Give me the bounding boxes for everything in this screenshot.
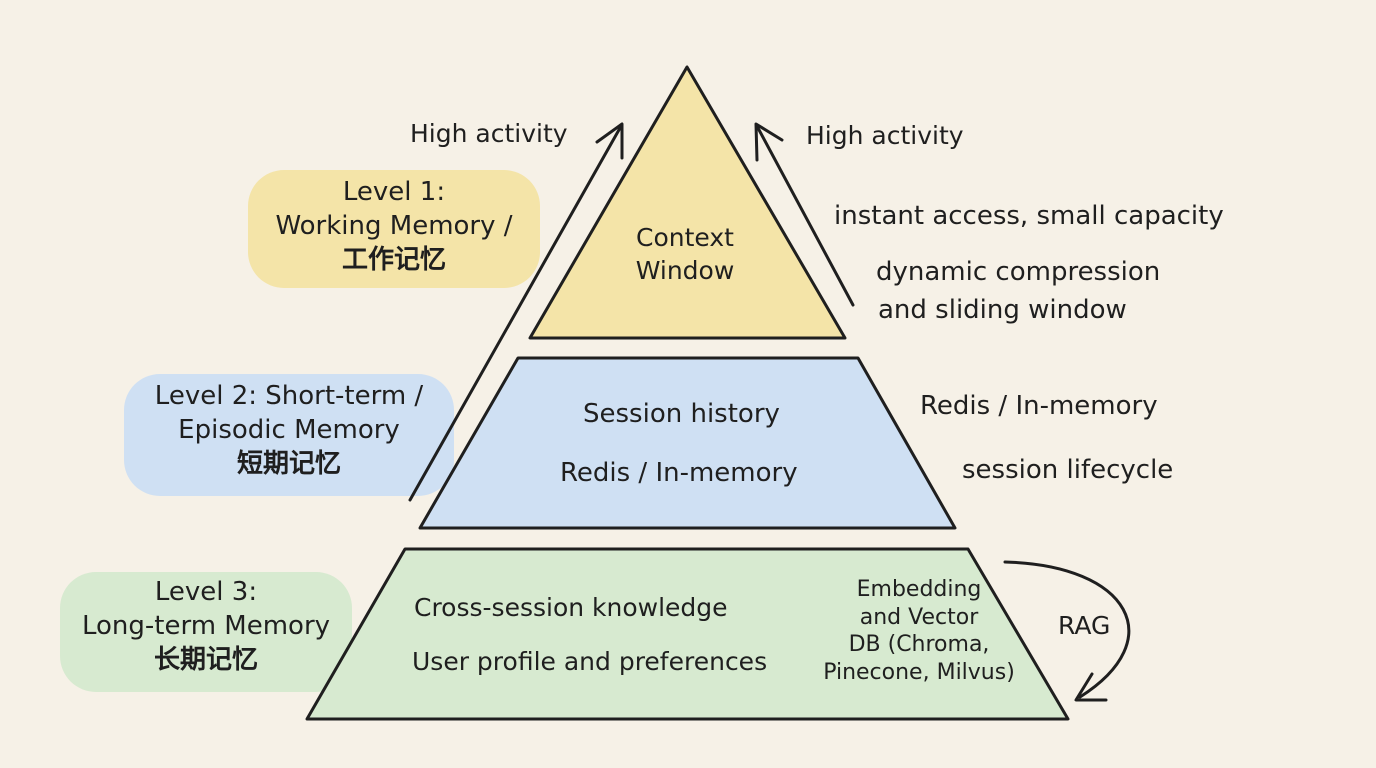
level3-tier	[305, 547, 1070, 721]
right-activity-arrow	[754, 122, 855, 307]
level1-tier	[528, 65, 847, 340]
level3-title: Level 3:	[154, 577, 258, 607]
level3-side-line-2: and Vector	[859, 604, 979, 630]
level2-label-highlight	[124, 374, 454, 496]
level2-tier	[418, 356, 957, 530]
level3-side-line-1: Embedding	[856, 577, 982, 602]
level1-name: Working Memory /	[275, 210, 513, 241]
level2-tier-line-2: Redis / In-memory	[560, 458, 798, 488]
level3-side-line-4: Pinecone, Milvus)	[823, 659, 1015, 685]
level1-title: Level 1:	[342, 177, 446, 207]
level1-tier-text: Context Window	[600, 222, 770, 287]
level3-label: Level 3: Long-term Memory 长期记忆	[62, 576, 350, 677]
level2-name: Episodic Memory	[178, 414, 400, 445]
level1-tier-line-1: Context	[636, 223, 734, 252]
level2-note-2: session lifecycle	[962, 455, 1174, 485]
level3-tier-line-2: User profile and preferences	[412, 647, 768, 676]
rag-arrow	[1003, 560, 1131, 702]
level2-tier-line-1: Session history	[583, 399, 780, 429]
rag-label: RAG	[1058, 611, 1111, 640]
level2-label: Level 2: Short-term / Episodic Memory 短期…	[126, 380, 452, 481]
level2-name-cn: 短期记忆	[236, 448, 341, 479]
left-activity-arrow	[408, 122, 624, 502]
level3-name: Long-term Memory	[81, 610, 331, 641]
left-activity-label: High activity	[410, 119, 568, 148]
level1-label-highlight	[248, 170, 540, 288]
level1-note-3: and sliding window	[878, 295, 1127, 325]
level1-note-1: instant access, small capacity	[834, 201, 1224, 231]
level3-name-cn: 长期记忆	[153, 644, 258, 675]
level2-note-1: Redis / In-memory	[920, 391, 1158, 421]
level1-note-2: dynamic compression	[876, 257, 1161, 287]
level1-name-cn: 工作记忆	[341, 244, 446, 275]
level3-label-highlight	[60, 572, 352, 692]
level3-tier-line-1: Cross-session knowledge	[414, 593, 728, 622]
level1-label: Level 1: Working Memory / 工作记忆	[252, 176, 536, 277]
level3-side-line-3: DB (Chroma,	[848, 632, 990, 657]
level2-title: Level 2: Short-term /	[154, 381, 424, 411]
level3-side-text: Embedding and Vector DB (Chroma, Pinecon…	[808, 576, 1030, 686]
level1-tier-line-2: Window	[635, 255, 735, 285]
right-activity-label: High activity	[806, 121, 964, 150]
